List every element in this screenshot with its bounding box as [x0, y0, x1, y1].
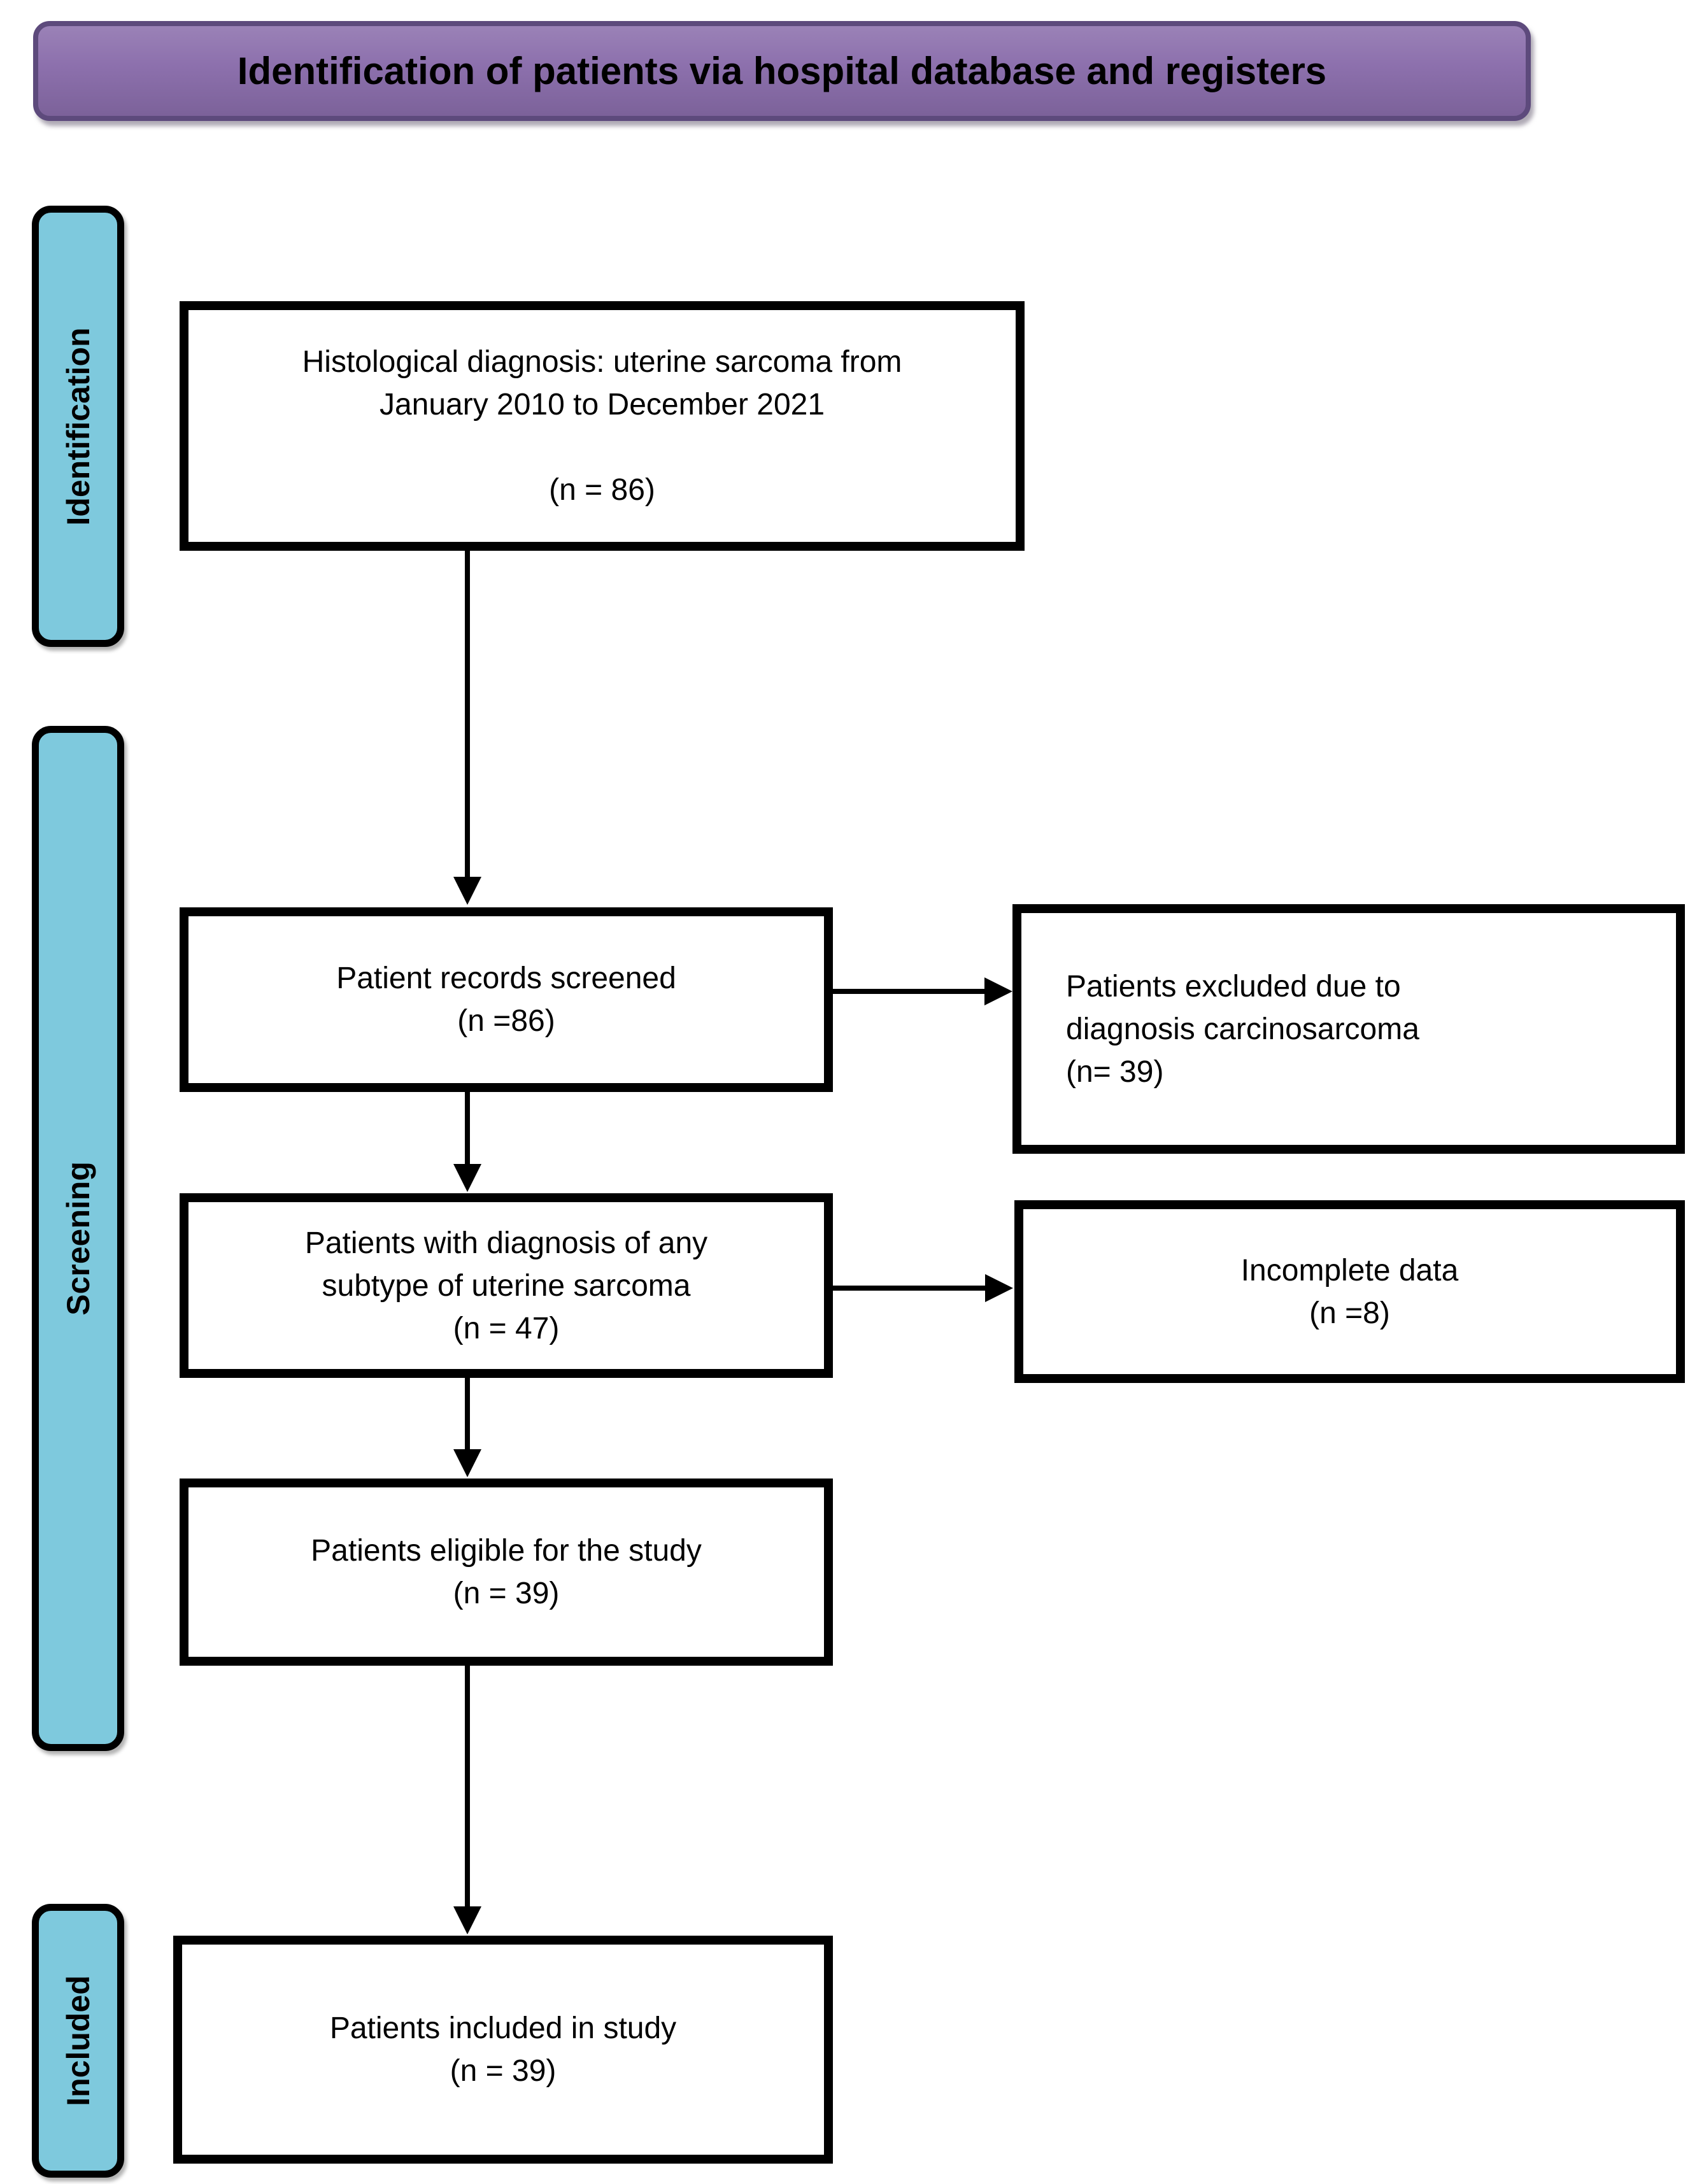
flow-box-eligible: Patients eligible for the study (n = 39) [180, 1478, 833, 1666]
flow-box-histological-diagnosis-text: Histological diagnosis: uterine sarcoma … [302, 345, 902, 507]
flow-box-records-screened: Patient records screened (n =86) [180, 907, 833, 1092]
stage-box-screening: Screening [32, 726, 124, 1751]
arrow-down-4-line [465, 1666, 470, 1906]
arrow-right-2-line [833, 1286, 986, 1291]
flow-box-histological-diagnosis: Histological diagnosis: uterine sarcoma … [180, 301, 1025, 551]
arrow-right-2-head-icon [985, 1274, 1013, 1302]
stage-label-included: Included [60, 1975, 96, 2106]
header-banner-label: Identification of patients via hospital … [237, 50, 1327, 92]
flow-box-incomplete-data: Incomplete data (n =8) [1014, 1200, 1685, 1383]
arrow-down-3-head-icon [453, 1449, 481, 1477]
header-banner: Identification of patients via hospital … [33, 21, 1531, 121]
stage-label-screening: Screening [60, 1161, 96, 1315]
flow-box-any-subtype: Patients with diagnosis of any subtype o… [180, 1193, 833, 1378]
flow-box-excluded-carcinosarcoma: Patients excluded due to diagnosis carci… [1012, 904, 1685, 1154]
flow-box-excluded-carcinosarcoma-text: Patients excluded due to diagnosis carci… [1066, 969, 1419, 1089]
stage-box-included: Included [32, 1904, 124, 2178]
arrow-down-4-head-icon [453, 1906, 481, 1934]
arrow-right-1-head-icon [984, 977, 1012, 1005]
arrow-down-1-head-icon [453, 877, 481, 905]
arrow-down-2-line [465, 1092, 470, 1164]
flow-box-eligible-text: Patients eligible for the study (n = 39) [311, 1534, 702, 1610]
flow-box-any-subtype-text: Patients with diagnosis of any subtype o… [304, 1226, 708, 1345]
stage-label-identification: Identification [60, 327, 96, 526]
arrow-down-3-line [465, 1378, 470, 1449]
flow-box-included-in-study: Patients included in study (n = 39) [173, 1936, 833, 2164]
flow-box-included-in-study-text: Patients included in study (n = 39) [329, 2011, 677, 2088]
flow-box-records-screened-text: Patient records screened (n =86) [336, 961, 676, 1038]
arrow-right-1-line [833, 989, 986, 994]
arrow-down-1-line [465, 551, 470, 877]
flow-box-incomplete-data-text: Incomplete data (n =8) [1240, 1253, 1459, 1330]
stage-box-identification: Identification [32, 206, 124, 647]
arrow-down-2-head-icon [453, 1164, 481, 1192]
